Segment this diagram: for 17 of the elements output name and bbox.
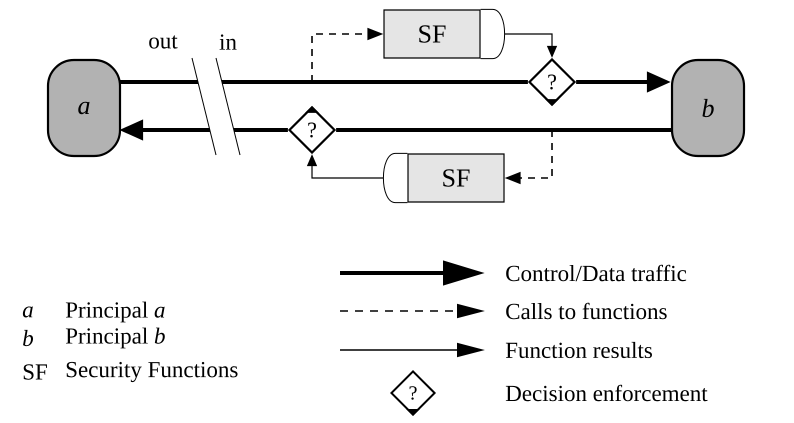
legend-label: Calls to functions xyxy=(506,302,667,320)
key-description: Principal b xyxy=(66,328,165,348)
key-symbol: a xyxy=(22,306,33,318)
principal-node: b xyxy=(670,58,746,158)
principal-node: a xyxy=(46,58,122,158)
legend-symbol-text: ? xyxy=(410,386,417,400)
legend-label: Decision enforcement xyxy=(506,384,708,402)
legend-label: Control/Data traffic xyxy=(506,264,686,282)
security-function-box: SF xyxy=(383,8,506,60)
direction-label: out xyxy=(149,35,178,49)
legend-label: Function results xyxy=(506,342,652,358)
key-symbol: b xyxy=(23,330,33,346)
security-function-box: SF xyxy=(382,152,505,204)
key-symbol: SF xyxy=(24,364,47,380)
key-description: Principal a xyxy=(66,302,165,322)
key-description: Security Functions xyxy=(66,362,238,382)
direction-label: in xyxy=(220,34,237,50)
